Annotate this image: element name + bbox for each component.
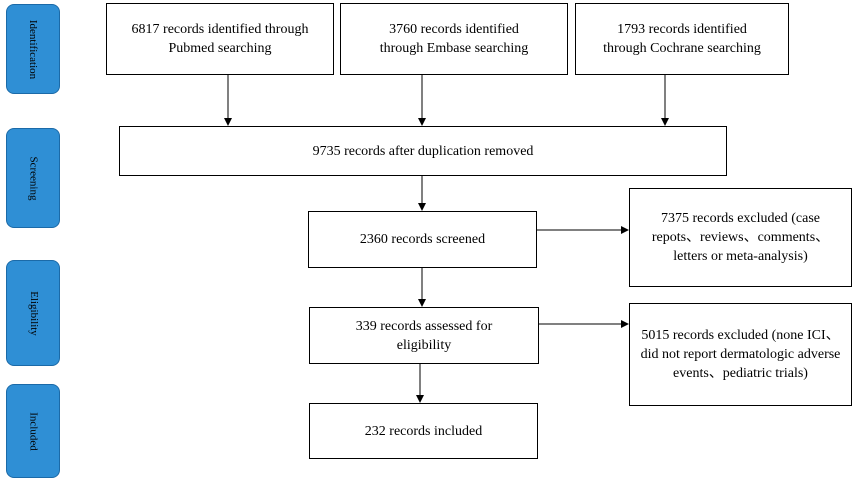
stage-included: Included (6, 384, 60, 478)
box-pubmed: 6817 records identified through Pubmed s… (106, 3, 334, 75)
box-excluded-eligibility: 5015 records excluded (none ICI、did not … (629, 303, 852, 406)
box-assessed: 339 records assessed for eligibility (309, 307, 539, 364)
box-deduplicated: 9735 records after duplication removed (119, 126, 727, 176)
box-embase: 3760 records identified through Embase s… (340, 3, 568, 75)
stage-identification: Identification (6, 4, 60, 94)
box-screened: 2360 records screened (308, 211, 537, 268)
box-included: 232 records included (309, 403, 538, 459)
box-excluded-screening: 7375 records excluded (case repots、revie… (629, 188, 852, 287)
stage-screening: Screening (6, 128, 60, 228)
stage-eligibility: Eligibility (6, 260, 60, 366)
box-cochrane: 1793 records identified through Cochrane… (575, 3, 789, 75)
